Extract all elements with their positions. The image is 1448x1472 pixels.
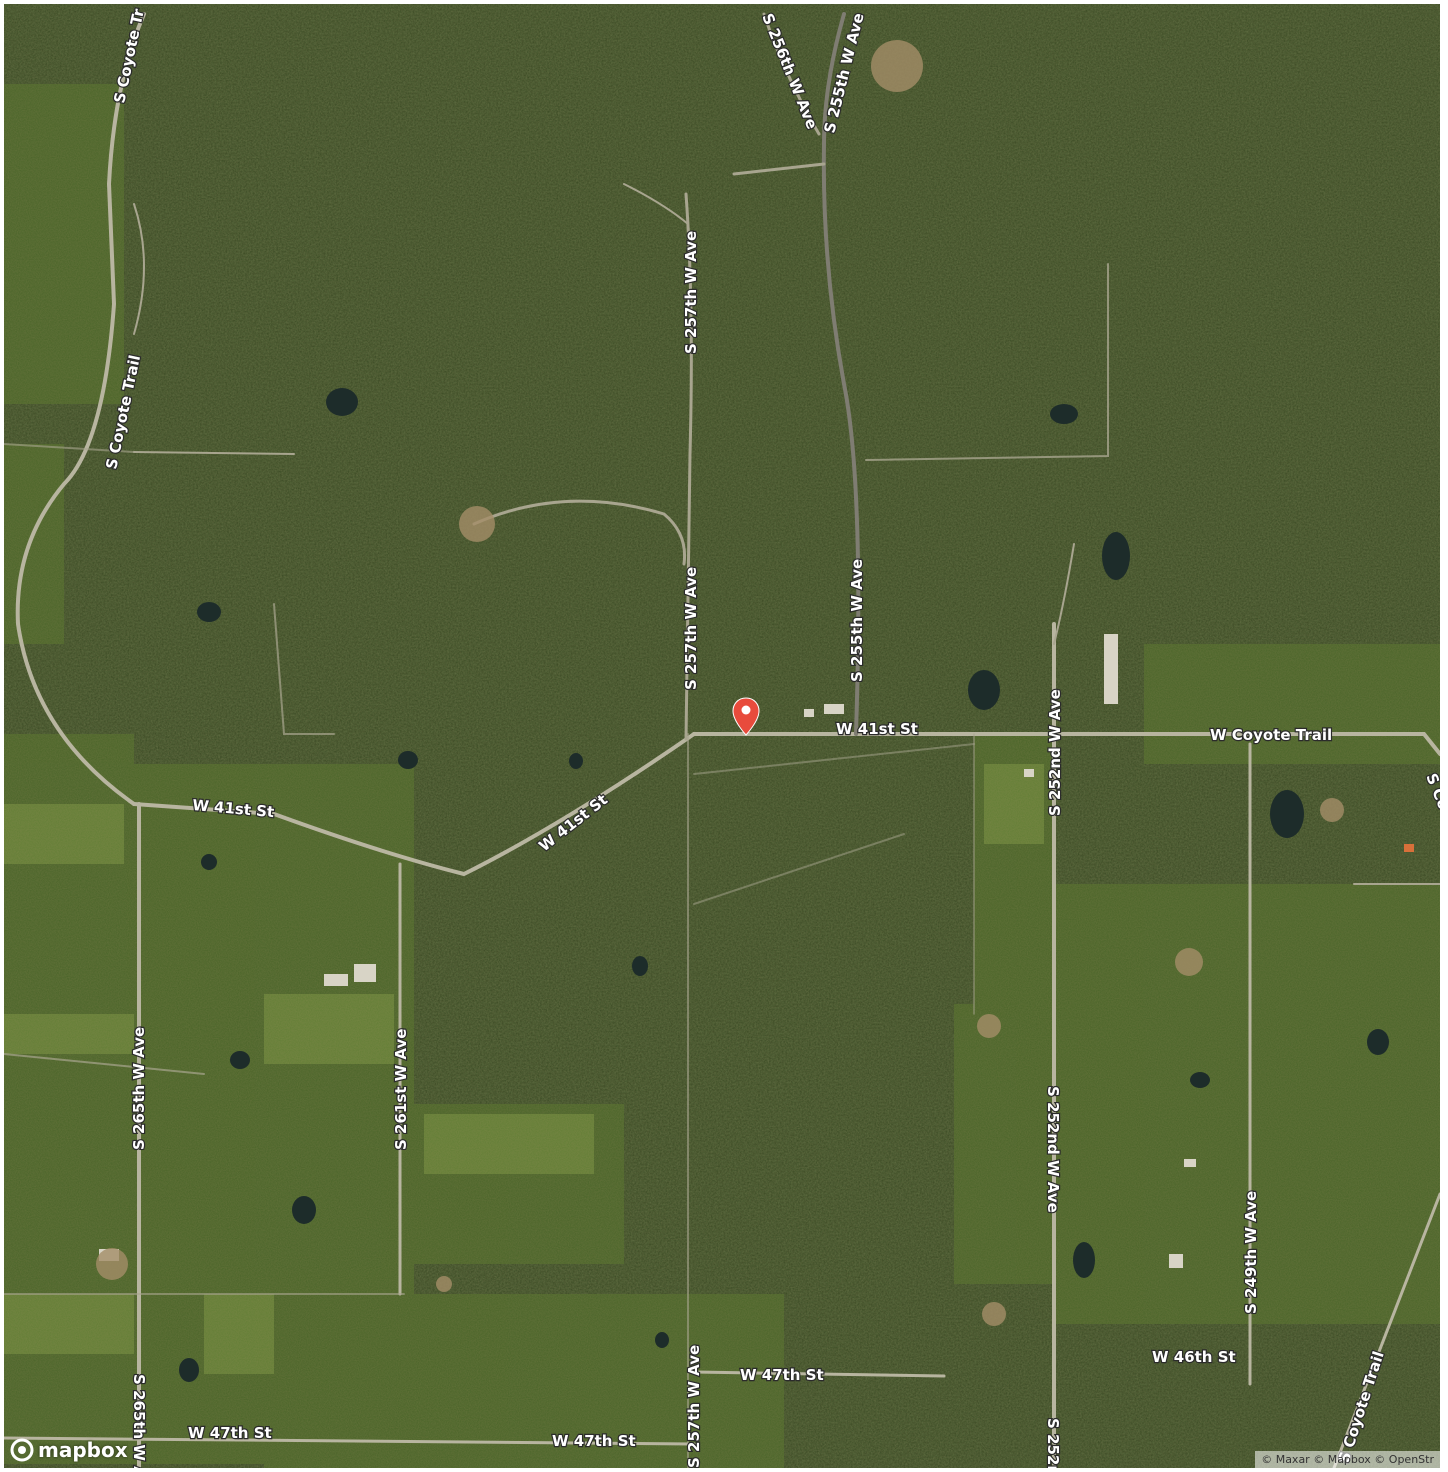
road-label-s255th-mid: S 255th W Ave [848, 559, 866, 682]
satellite-imagery: S Coyote Tr S Coyote Trail S 256th W Ave… [4, 4, 1440, 1468]
road-label-w41st-right: W 41st St [836, 720, 918, 738]
mapbox-logo[interactable]: mapbox [10, 1438, 128, 1462]
map-attribution[interactable]: © Maxar © Mapbox © OpenStr [1255, 1451, 1440, 1468]
road-label-s257th-top: S 257th W Ave [682, 231, 700, 354]
road-label-s252nd-mid: S 252nd W Ave [1044, 1086, 1062, 1213]
road-label-w-coyote-trail: W Coyote Trail [1210, 726, 1332, 744]
road-label-s252nd-top: S 252nd W Ave [1046, 689, 1064, 816]
mapbox-logo-text: mapbox [38, 1438, 128, 1462]
road-label-s265th-mid: S 265th W Ave [130, 1027, 148, 1150]
road-label-s257th-mid: S 257th W Ave [682, 567, 700, 690]
road-label-s249th: S 249th W Ave [1242, 1191, 1260, 1314]
road-label-w47th-mid: W 47th St [740, 1366, 824, 1384]
map-canvas[interactable]: S Coyote Tr S Coyote Trail S 256th W Ave… [4, 4, 1440, 1468]
road-label-w47th-center: W 47th St [552, 1432, 636, 1450]
road-label-w47th-left: W 47th St [188, 1424, 272, 1442]
road-label-s252nd-bottom: S 252nd [1044, 1418, 1062, 1468]
dirt-clearings [96, 40, 1344, 1326]
roads [4, 12, 1440, 1468]
road-label-s261st: S 261st W Ave [392, 1029, 410, 1150]
road-label-w46th: W 46th St [1152, 1348, 1236, 1366]
mapbox-logo-icon [10, 1438, 34, 1462]
road-label-s257th-bottom: S 257th W Ave [685, 1345, 703, 1468]
ponds [179, 388, 1389, 1382]
road-label-s265th-bottom: S 265th W Ave [130, 1374, 148, 1468]
location-pin-icon[interactable] [731, 697, 761, 737]
